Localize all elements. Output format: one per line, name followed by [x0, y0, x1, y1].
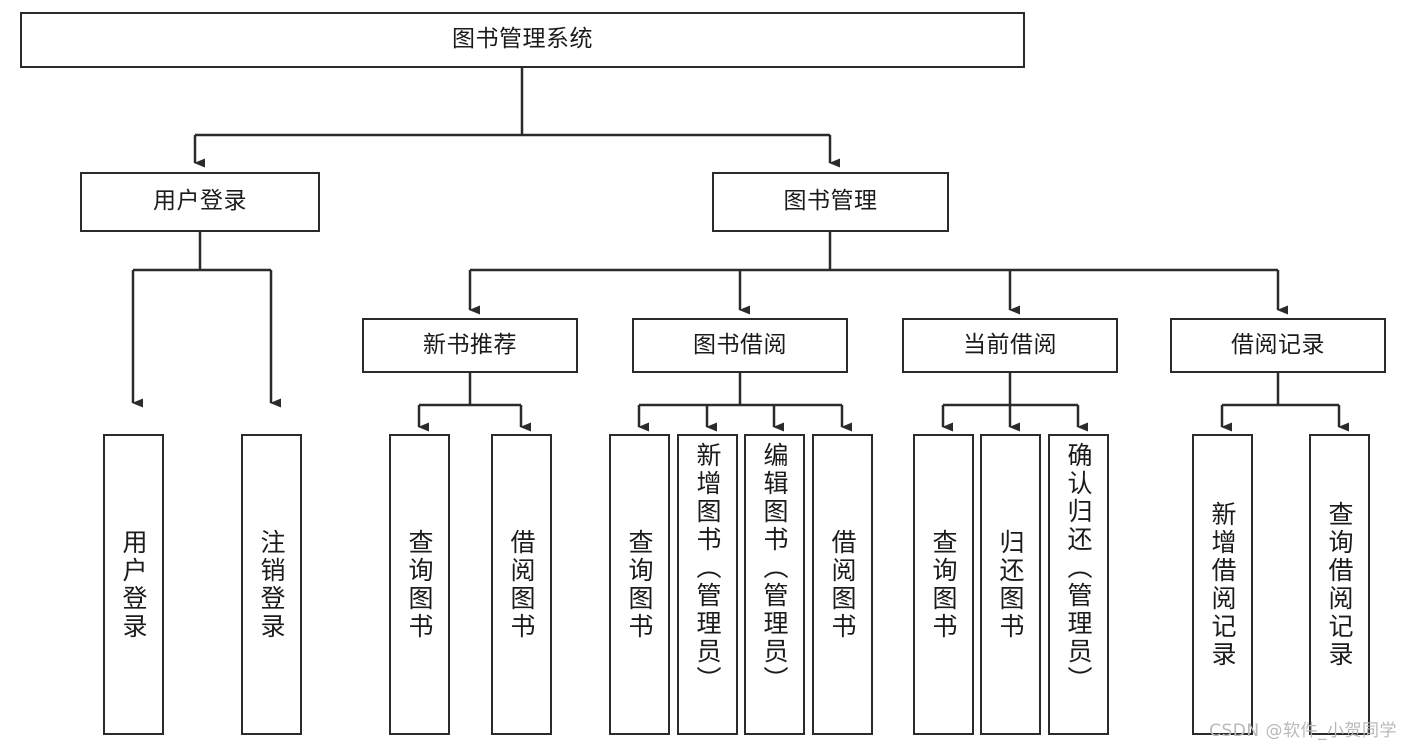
node-leaf-borrow-book-1[interactable]: 借阅图书: [491, 434, 552, 735]
node-new-book-rec-label: 新书推荐: [423, 331, 517, 358]
node-root-label: 图书管理系统: [452, 26, 593, 53]
node-root[interactable]: 图书管理系统: [20, 12, 1025, 68]
node-leaf-add-book-label: 新增图书（管理员）: [693, 442, 722, 694]
node-leaf-confirm-return-label: 确认归还（管理员）: [1064, 442, 1093, 694]
node-leaf-query-book-1-label: 查询图书: [405, 528, 434, 641]
node-leaf-add-book[interactable]: 新增图书（管理员）: [677, 434, 738, 735]
node-leaf-confirm-return[interactable]: 确认归还（管理员）: [1048, 434, 1109, 735]
node-leaf-query-book-2-label: 查询图书: [625, 528, 654, 641]
node-leaf-query-record-label: 查询借阅记录: [1325, 500, 1354, 669]
node-user-login[interactable]: 用户登录: [80, 172, 320, 232]
node-leaf-borrow-book-2-label: 借阅图书: [828, 528, 857, 641]
node-leaf-query-record[interactable]: 查询借阅记录: [1309, 434, 1370, 735]
node-leaf-edit-book[interactable]: 编辑图书（管理员）: [744, 434, 805, 735]
node-leaf-user-login[interactable]: 用户登录: [103, 434, 164, 735]
node-leaf-user-logout[interactable]: 注销登录: [241, 434, 302, 735]
node-book-borrow[interactable]: 图书借阅: [632, 318, 848, 373]
node-user-login-label: 用户登录: [153, 188, 247, 215]
node-current-borrow[interactable]: 当前借阅: [902, 318, 1118, 373]
node-leaf-borrow-book-1-label: 借阅图书: [507, 528, 536, 641]
node-leaf-edit-book-label: 编辑图书（管理员）: [760, 442, 789, 694]
node-borrow-record[interactable]: 借阅记录: [1170, 318, 1386, 373]
node-leaf-return-book-label: 归还图书: [996, 528, 1025, 641]
watermark: CSDN @软件_小贺同学: [1209, 721, 1397, 741]
node-leaf-add-record-label: 新增借阅记录: [1208, 500, 1237, 669]
node-leaf-user-logout-label: 注销登录: [257, 528, 286, 641]
node-current-borrow-label: 当前借阅: [963, 331, 1057, 358]
node-borrow-record-label: 借阅记录: [1231, 331, 1325, 358]
node-leaf-query-book-3-label: 查询图书: [929, 528, 958, 641]
node-leaf-query-book-2[interactable]: 查询图书: [609, 434, 670, 735]
node-book-borrow-label: 图书借阅: [693, 331, 787, 358]
node-new-book-rec[interactable]: 新书推荐: [362, 318, 578, 373]
node-leaf-query-book-3[interactable]: 查询图书: [913, 434, 974, 735]
node-leaf-user-login-label: 用户登录: [119, 528, 148, 641]
node-leaf-borrow-book-2[interactable]: 借阅图书: [812, 434, 873, 735]
node-book-manage[interactable]: 图书管理: [712, 172, 949, 232]
node-leaf-return-book[interactable]: 归还图书: [980, 434, 1041, 735]
node-book-manage-label: 图书管理: [783, 188, 878, 215]
node-leaf-query-book-1[interactable]: 查询图书: [389, 434, 450, 735]
node-leaf-add-record[interactable]: 新增借阅记录: [1192, 434, 1253, 735]
